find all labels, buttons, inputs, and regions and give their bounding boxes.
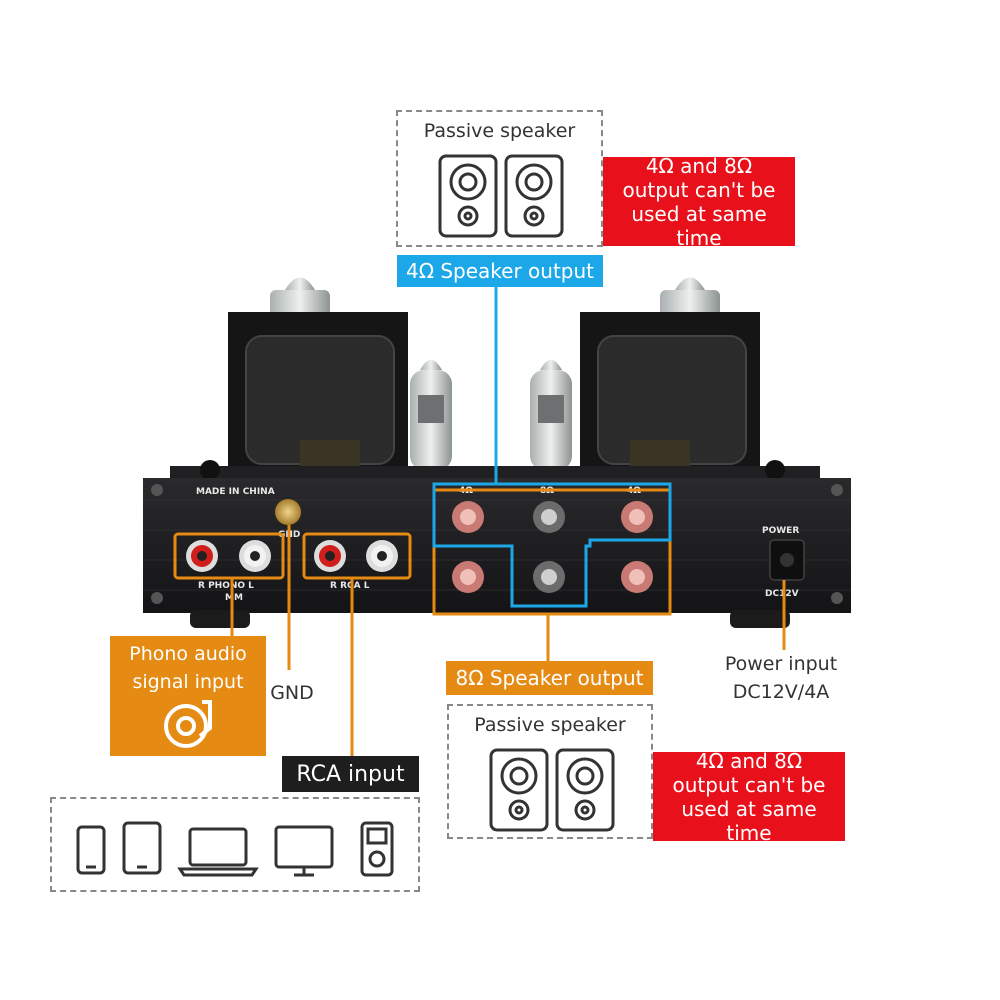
gnd-terminal xyxy=(275,499,301,525)
speaker-binding-posts xyxy=(452,501,653,593)
panel-phono-text: R PHONO L xyxy=(198,581,254,591)
speaker-4ohm-output-label: 4Ω Speaker output xyxy=(397,255,603,287)
phono-highlight xyxy=(173,532,285,580)
left-transformer xyxy=(228,312,408,480)
panel-power-text: POWER xyxy=(762,526,799,536)
speaker-8ohm-output-text: 8Ω Speaker output xyxy=(455,666,644,690)
monitor-icon xyxy=(274,825,334,877)
panel-made-in-china: MADE IN CHINA xyxy=(196,487,275,497)
power-input-label: Power input DC12V/4A xyxy=(706,650,856,706)
speaker-pair-icon xyxy=(438,154,564,238)
bottom-warning-text: 4Ω and 8Ω output can't be used at same t… xyxy=(672,748,826,845)
right-transformer xyxy=(580,312,760,480)
panel-dc-text: DC12V xyxy=(765,589,799,599)
speaker-4ohm-highlight xyxy=(432,482,672,608)
speaker-pair-icon xyxy=(489,748,615,832)
panel-rca-text: R RCA L xyxy=(330,581,370,591)
top-passive-speaker-box: Passive speaker xyxy=(396,110,603,247)
music-player-icon xyxy=(360,821,394,877)
phono-input-label-box: Phono audio signal input xyxy=(110,636,266,756)
turntable-icon xyxy=(164,700,212,748)
panel-mm-text: MM xyxy=(225,593,243,603)
smartphone-icon xyxy=(76,825,106,875)
source-devices-box xyxy=(50,797,420,892)
top-warning-text: 4Ω and 8Ω output can't be used at same t… xyxy=(622,153,776,250)
left-small-tube xyxy=(410,360,452,470)
gnd-label: GND xyxy=(270,682,314,704)
rca-input-text: RCA input xyxy=(296,761,405,787)
top-passive-speaker-label: Passive speaker xyxy=(423,120,576,142)
center-small-tube xyxy=(530,360,572,470)
speaker-4ohm-output-text: 4Ω Speaker output xyxy=(405,259,595,283)
rca-jacks xyxy=(314,540,398,572)
bottom-passive-speaker-label: Passive speaker xyxy=(474,714,626,736)
speaker-8ohm-highlight xyxy=(432,488,672,616)
speaker-8ohm-output-label: 8Ω Speaker output xyxy=(446,661,653,695)
bottom-warning-box: 4Ω and 8Ω output can't be used at same t… xyxy=(653,749,845,845)
power-input-line2: DC12V/4A xyxy=(732,681,830,703)
source-devices-icons xyxy=(76,821,394,877)
rca-highlight xyxy=(302,532,412,580)
bottom-passive-speaker-box: Passive speaker xyxy=(447,704,653,839)
rca-input-label: RCA input xyxy=(282,756,419,792)
laptop-icon xyxy=(177,827,259,877)
top-warning-box: 4Ω and 8Ω output can't be used at same t… xyxy=(603,154,795,250)
tablet-icon xyxy=(122,821,162,875)
phono-jacks xyxy=(186,540,271,572)
phono-input-text: Phono audio signal input xyxy=(129,643,247,693)
power-input-line1: Power input xyxy=(724,653,838,675)
